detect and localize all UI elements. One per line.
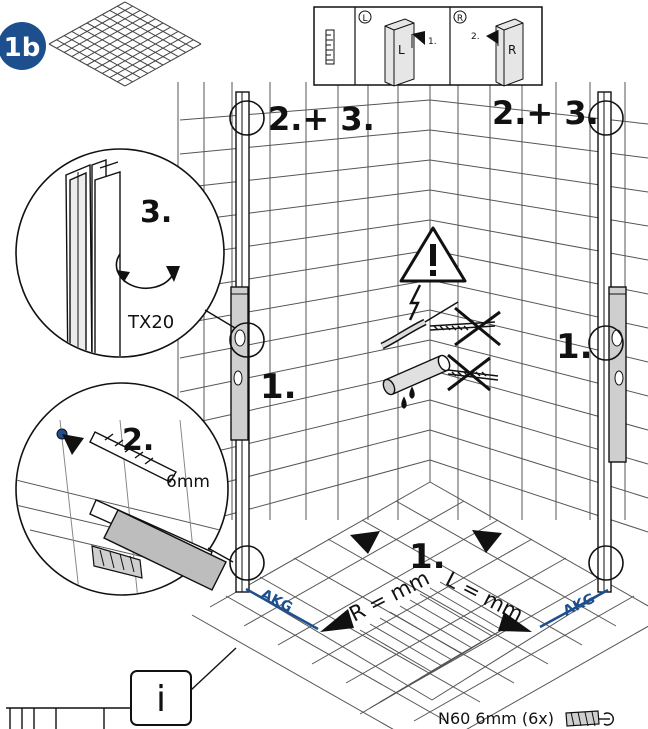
wall-tile-line bbox=[429, 459, 648, 533]
floor-tile-line bbox=[225, 595, 447, 722]
brand-label-left: AKG bbox=[258, 586, 295, 616]
floor-tile-line bbox=[466, 625, 648, 729]
swatch-line bbox=[94, 26, 171, 70]
label-top-left-steps: 2.+ 3. bbox=[268, 100, 375, 138]
floor-edge-line bbox=[431, 589, 609, 701]
floor-inner-line bbox=[409, 599, 483, 643]
detail-top-step-label: 3. bbox=[140, 195, 172, 230]
swatch-line bbox=[86, 22, 164, 66]
floor-inner-line bbox=[419, 593, 493, 637]
swatch-line bbox=[94, 18, 171, 62]
arrow-right-back bbox=[472, 530, 502, 553]
info-leader-line bbox=[190, 647, 237, 691]
floor-step-label: 1. bbox=[409, 537, 446, 577]
wall-tile-line bbox=[179, 129, 431, 155]
wall-tile-line bbox=[179, 399, 431, 461]
left-spirit-level bbox=[230, 286, 249, 441]
detail-circle-drill: 2. 6mm bbox=[15, 382, 229, 596]
step-badge-label: 1b bbox=[4, 33, 41, 63]
wall-tile-line bbox=[179, 249, 431, 291]
floor-tile-line bbox=[311, 538, 533, 665]
profile-marker-circles bbox=[229, 100, 624, 581]
left-baseline bbox=[245, 587, 319, 631]
wall-tile-line bbox=[429, 159, 648, 193]
anchor-spec-label: N60 6mm (6x) bbox=[438, 709, 554, 728]
brand-label-right: AKG bbox=[561, 591, 598, 620]
floor-tile-line bbox=[191, 614, 394, 729]
no-drill-electric-cable-icon bbox=[380, 284, 501, 350]
no-drill-water-pipe-icon bbox=[382, 353, 499, 409]
detail-circle-screw: 3. TX20 bbox=[15, 148, 225, 358]
drill-bit-icon bbox=[89, 431, 177, 483]
floor-tile-line bbox=[259, 576, 481, 703]
info-symbol: i bbox=[156, 679, 166, 720]
measure-l-label: L = mm bbox=[442, 567, 527, 626]
floor-inner-line bbox=[429, 587, 503, 631]
swatch-line bbox=[101, 30, 179, 74]
footer-scale-bar bbox=[6, 707, 131, 729]
leader-line-bottom bbox=[207, 547, 234, 563]
right-circle-label: R bbox=[457, 14, 463, 24]
floor-tile-line bbox=[345, 557, 567, 684]
floor-inner-line bbox=[359, 629, 433, 673]
label-right-profile-step: 1. bbox=[556, 327, 593, 367]
tool-label: TX20 bbox=[127, 312, 174, 333]
label-top-right-steps: 2.+ 3. bbox=[492, 94, 599, 132]
wall-tile-line bbox=[179, 159, 431, 189]
rotate-arrow-icon bbox=[115, 253, 173, 289]
swatch-line bbox=[101, 14, 179, 58]
wall-tile-line bbox=[429, 189, 648, 227]
swatch-line bbox=[117, 5, 194, 49]
floor-arrows bbox=[320, 530, 532, 632]
floor-tile-line bbox=[429, 481, 648, 607]
swatch-line bbox=[124, 1, 202, 45]
legend-box: L L 1. R R 2. bbox=[313, 6, 543, 87]
warning-triangle-icon bbox=[399, 226, 467, 283]
label-left-profile-step: 1. bbox=[260, 367, 297, 407]
wall-plug-icon bbox=[565, 710, 614, 727]
wall-tile-line bbox=[429, 219, 648, 261]
floor-inner-line bbox=[399, 605, 473, 649]
info-icon: i bbox=[130, 670, 192, 726]
right-spirit-level bbox=[608, 286, 627, 463]
left-panel-letter: L bbox=[398, 43, 405, 57]
left-step-label: 1. bbox=[428, 37, 437, 47]
drill-size-label: 6mm bbox=[166, 472, 210, 492]
right-panel-letter: R bbox=[508, 43, 516, 57]
floor-inner-line bbox=[389, 611, 463, 655]
dowel-icon bbox=[91, 545, 143, 579]
left-panel-icon: L L 1. bbox=[358, 10, 437, 87]
arrow-right-front bbox=[498, 612, 532, 632]
arrow-left-back bbox=[350, 531, 380, 554]
wall-tile-line bbox=[179, 189, 431, 223]
swatch-line bbox=[117, 39, 194, 83]
arrow-left-front bbox=[320, 609, 354, 632]
swatch-line bbox=[109, 35, 187, 79]
wall-tile-line bbox=[429, 129, 648, 159]
right-step-label: 2. bbox=[471, 32, 480, 42]
floor-tile-line bbox=[243, 500, 465, 627]
wall-tile-line bbox=[179, 99, 431, 121]
floor-tile-line bbox=[327, 538, 549, 665]
detail-bottom-step-label: 2. bbox=[122, 423, 154, 458]
wall-tile-line bbox=[179, 339, 431, 393]
leader-line-top bbox=[204, 309, 236, 329]
ruler-icon bbox=[325, 29, 335, 65]
swatch-line bbox=[109, 9, 187, 53]
step-badge: 1b bbox=[0, 22, 46, 70]
wall-tile-line bbox=[179, 309, 431, 359]
floor-inner-line bbox=[439, 581, 513, 625]
swatch-line bbox=[124, 43, 202, 87]
wall-tile-line bbox=[179, 279, 431, 325]
tile-swatch bbox=[48, 1, 202, 87]
floor-tile-line bbox=[413, 595, 635, 722]
floor-inner-line bbox=[379, 617, 453, 661]
right-panel-icon: R R 2. bbox=[453, 10, 524, 87]
floor-tile-line bbox=[277, 519, 499, 646]
floor-inner-line bbox=[369, 623, 443, 667]
right-baseline bbox=[539, 588, 609, 629]
left-circle-label: L bbox=[362, 14, 367, 24]
